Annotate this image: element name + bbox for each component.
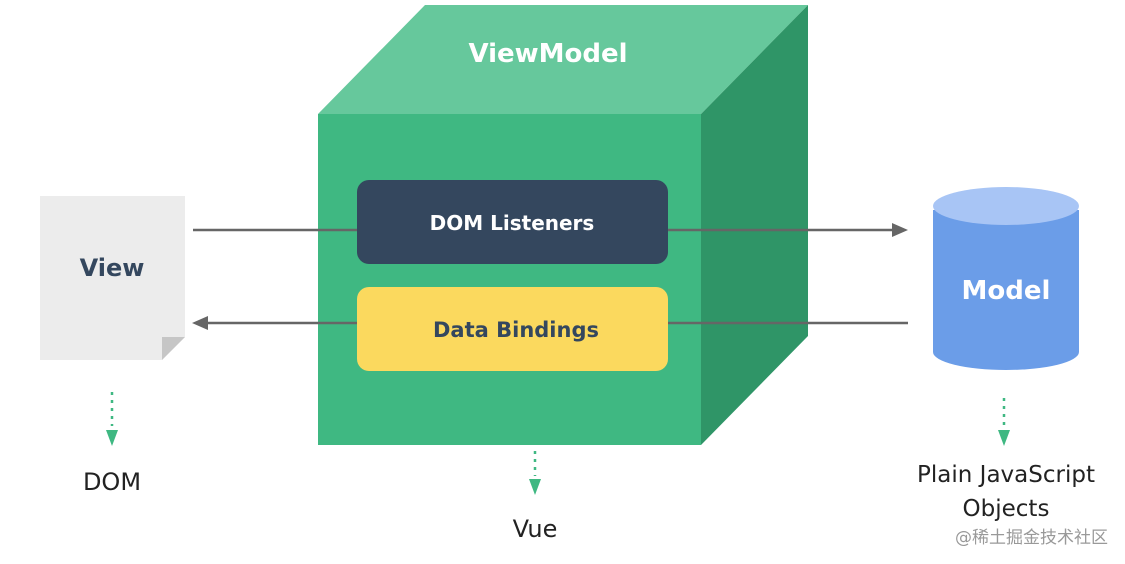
model-caption-line1: Plain JavaScript [917, 462, 1095, 488]
viewmodel-caption: Vue [513, 515, 558, 543]
dom-listeners-box: DOM Listeners [357, 180, 668, 264]
watermark: @稀土掘金技术社区 [955, 528, 1108, 548]
model-cylinder-top [933, 187, 1079, 225]
data-bindings-label: Data Bindings [433, 318, 599, 342]
dotted-arrowhead-model [998, 430, 1010, 446]
view-document: View [40, 196, 185, 360]
dotted-arrow-viewmodel [529, 451, 541, 495]
model-cylinder-body [933, 210, 1079, 370]
model-title: Model [962, 276, 1051, 306]
dotted-arrowhead-viewmodel [529, 479, 541, 495]
view-document-fold [162, 337, 185, 360]
data-bindings-box: Data Bindings [357, 287, 668, 371]
cube-front-face [318, 114, 701, 445]
model-caption-line2: Objects [963, 496, 1050, 522]
dotted-arrowhead-view [106, 430, 118, 446]
model-to-view-arrowhead [192, 316, 208, 330]
view-caption: DOM [83, 468, 141, 496]
dotted-arrow-model [998, 398, 1010, 446]
view-document-page [40, 196, 185, 360]
viewmodel-cube: ViewModel [318, 5, 808, 445]
data-bindings-bg [357, 287, 668, 371]
dom-listeners-bg [357, 180, 668, 264]
viewmodel-title: ViewModel [468, 39, 627, 69]
cube-top-face [318, 5, 808, 114]
cube-side-face [701, 5, 808, 445]
dom-listeners-label: DOM Listeners [430, 211, 595, 235]
view-title: View [80, 254, 145, 282]
model-cylinder: Model [933, 187, 1079, 370]
view-to-model-arrowhead [892, 223, 908, 237]
dotted-arrow-view [106, 392, 118, 446]
